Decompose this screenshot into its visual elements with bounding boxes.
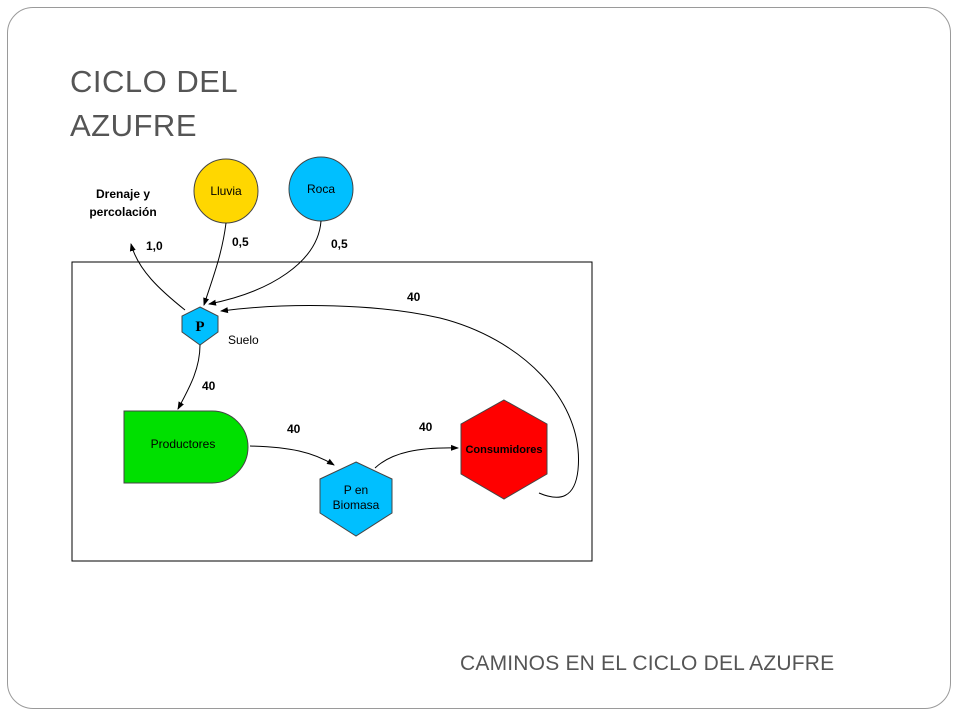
flow-consumidores-suelo-arrow <box>220 305 579 498</box>
flow-lluvia-value: 0,5 <box>232 235 249 249</box>
consumidores-label: Consumidores <box>465 444 542 456</box>
suelo-label: Suelo <box>228 333 259 347</box>
slide-caption: CAMINOS EN EL CICLO DEL AZUFRE <box>460 652 835 675</box>
roca-label: Roca <box>307 182 335 196</box>
p-biomasa-label-1: P en <box>344 483 368 497</box>
lluvia-label: Lluvia <box>210 184 242 198</box>
flow-roca-arrow <box>208 220 322 306</box>
consumidores-node <box>460 399 548 500</box>
title-line-1: CICLO DEL <box>70 64 239 99</box>
flow-drenaje-value: 1,0 <box>146 239 163 253</box>
system-boundary <box>71 261 593 562</box>
flow-drenaje-arrow <box>129 243 186 311</box>
drenaje-label-2: percolación <box>89 205 156 219</box>
slide-title: CICLO DEL AZUFRE <box>70 60 238 148</box>
flow-biomasa-consumidores-value: 40 <box>419 420 433 434</box>
flow-roca-value: 0,5 <box>331 237 348 251</box>
flow-suelo-productores-arrow <box>177 344 201 410</box>
p-biomasa-label-2: Biomasa <box>333 498 380 512</box>
flow-consumidores-suelo-value: 40 <box>407 290 421 304</box>
title-line-2: AZUFRE <box>70 108 197 143</box>
drenaje-label-1: Drenaje y <box>96 187 150 201</box>
productores-label: Productores <box>151 437 216 451</box>
p-suelo-label: P <box>195 319 204 335</box>
flow-suelo-productores-value: 40 <box>202 379 216 393</box>
flow-productores-biomasa-value: 40 <box>287 422 301 436</box>
slide-frame <box>7 7 951 709</box>
flow-productores-biomasa-arrow <box>249 445 335 466</box>
flow-biomasa-consumidores-arrow <box>374 444 459 469</box>
p-biomasa-node <box>319 461 393 537</box>
flow-lluvia-arrow <box>203 222 227 306</box>
productores-node <box>123 410 249 484</box>
